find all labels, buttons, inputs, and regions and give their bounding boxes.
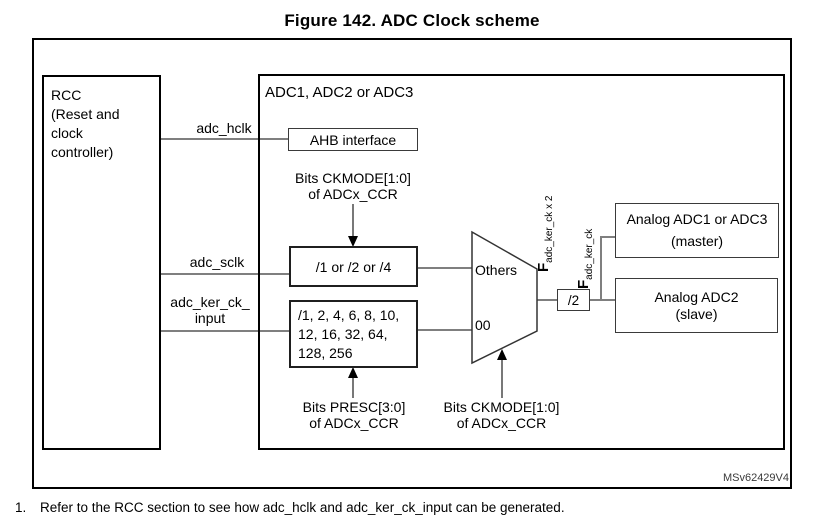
freq-subscript: adc_ker_ck x 2 [544,195,556,263]
freq-label-adc-ker-ck: Fadc_ker_ck [575,229,595,289]
wire-branch-to-master [600,236,615,300]
ckmode-top-arrow [348,204,358,247]
figure-watermark: MSv62429V4 [722,472,789,484]
analog-adc-master-block: Analog ADC1 or ADC3 (master) [615,203,779,258]
footnote: 1. Refer to the RCC section to see how a… [15,500,795,515]
analog-adc-master-title: Analog ADC1 or ADC3 [626,210,768,227]
freq-subscript: adc_ker_ck [584,228,596,280]
mux-input-others-label: Others [475,262,518,278]
divide-by-2-block: /2 [557,289,590,311]
clock-mux-shape [471,230,538,365]
footnote-text: Refer to the RCC section to see how adc_… [40,500,565,515]
analog-adc-slave-title: Analog ADC2 [654,288,739,305]
sclk-divider-block: /1 or /2 or /4 [289,246,418,287]
footnote-index: 1. [15,500,27,515]
presc-annotation: Bits PRESC[3:0] of ADCx_CCR [302,399,406,431]
freq-label-adc-ker-ck-x2: Fadc_ker_ck x 2 [535,196,555,272]
ckmode-bottom-annotation: Bits CKMODE[1:0] of ADCx_CCR [443,399,560,431]
presc-arrow [348,367,358,398]
rcc-block: RCC (Reset and clock controller) [42,75,161,450]
signal-label-adc-ker-ck-input: adc_ker_ck_ input [170,294,250,326]
mux-input-00-label: 00 [475,317,491,333]
figure-frame [32,38,792,489]
adc-container-block [258,74,785,450]
signal-label-adc-hclk: adc_hclk [196,120,252,136]
adc-container-label: ADC1, ADC2 or ADC3 [265,84,414,101]
analog-adc-slave-role: (slave) [675,305,718,322]
ahb-interface-block: AHB interface [288,128,418,151]
freq-symbol: F [535,262,552,272]
analog-adc-slave-block: Analog ADC2 (slave) [615,278,778,333]
signal-label-adc-sclk: adc_sclk [189,254,245,270]
kernel-prescaler-block: /1, 2, 4, 6, 8, 10, 12, 16, 32, 64, 128,… [289,300,418,368]
freq-symbol: F [575,279,592,289]
analog-adc-master-role: (master) [670,233,724,250]
ckmode-bottom-arrow [497,349,507,398]
figure-title: Figure 142. ADC Clock scheme [284,11,540,30]
ckmode-top-annotation: Bits CKMODE[1:0] of ADCx_CCR [295,170,411,202]
